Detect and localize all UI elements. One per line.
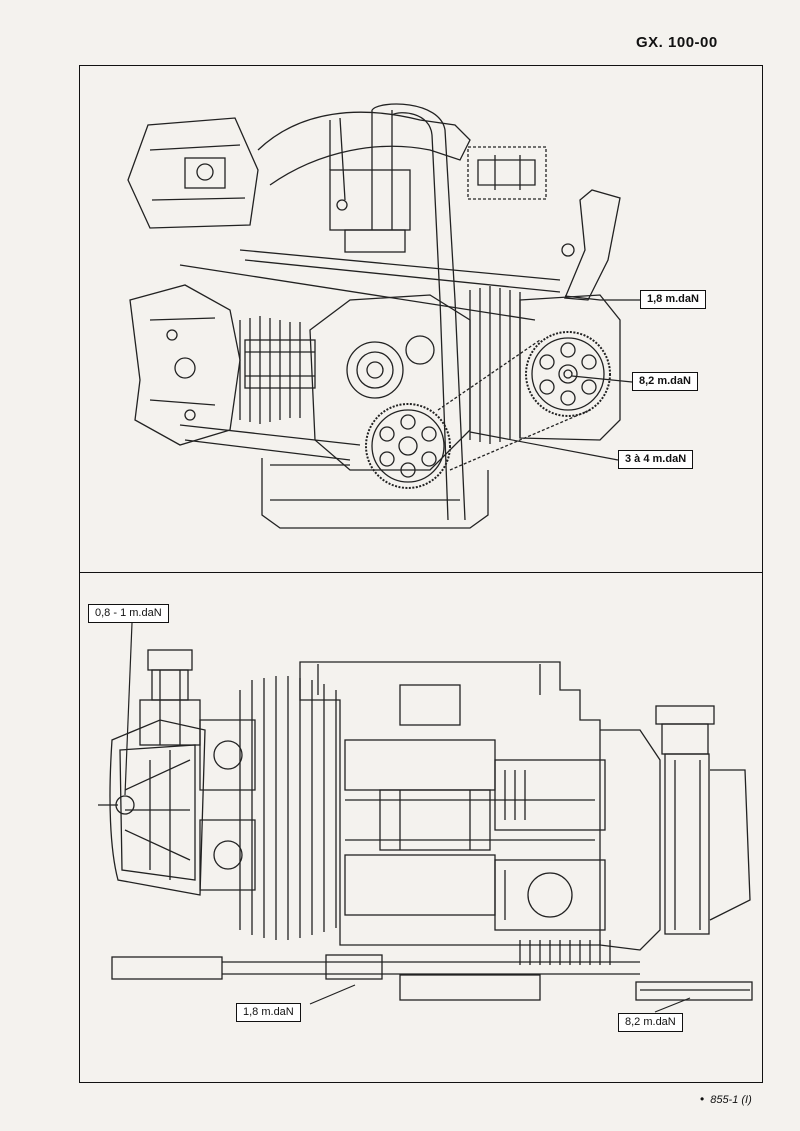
torque-label-top-1: 1,8 m.daN	[640, 290, 706, 309]
torque-label-section-1: 0,8 - 1 m.daN	[88, 604, 169, 623]
page-footer: • 855-1 (I)	[700, 1092, 752, 1106]
section-engine-drawing	[98, 622, 753, 1013]
page-code: GX. 100-00	[636, 34, 718, 51]
torque-label-top-3: 3 à 4 m.daN	[618, 450, 694, 469]
top-engine-drawing	[127, 103, 640, 529]
torque-label-top-2: 8,2 m.daN	[632, 372, 698, 391]
footer-reference: 855-1 (I)	[710, 1094, 752, 1106]
figure-divider	[79, 572, 763, 573]
figure-frame	[79, 65, 763, 1083]
footer-bullet: •	[700, 1092, 705, 1106]
torque-label-section-3: 8,2 m.daN	[618, 1013, 683, 1032]
torque-label-section-2: 1,8 m.daN	[236, 1003, 301, 1022]
